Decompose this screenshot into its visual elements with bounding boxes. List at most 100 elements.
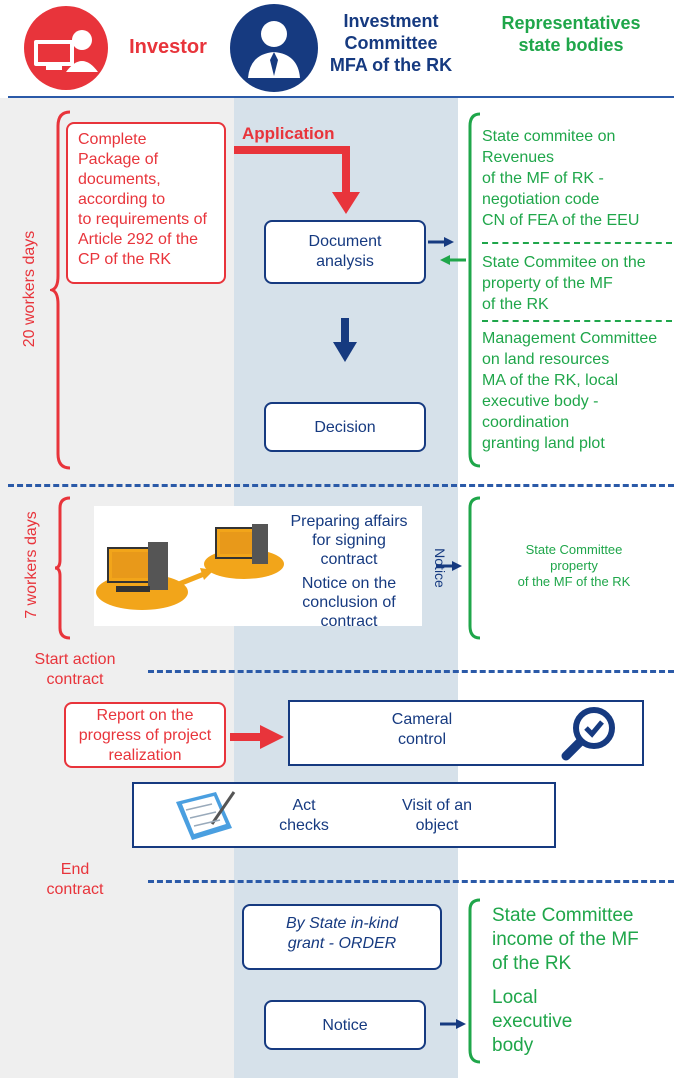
package-line: Package of [78, 151, 159, 168]
notice-conclusion-line: Notice on the [301, 575, 397, 592]
state-land-line: granting land plot [482, 435, 605, 452]
notice-final-box: Notice [264, 1000, 426, 1050]
computer-transfer-illustration [94, 506, 422, 626]
report-line: Report on the [96, 707, 194, 724]
preparing-text: Preparing affairs for signing contract [274, 512, 424, 569]
state-property-line: of the RK [482, 296, 549, 313]
local-executive-text: Local executive body [492, 986, 672, 1058]
computer-transfer-icon [96, 524, 284, 610]
state-land-line: coordination [482, 414, 570, 431]
state-header-line2: state bodies [518, 35, 624, 55]
document-package-box: Complete Package of documents, according… [66, 122, 226, 284]
phase3-divider [148, 880, 674, 883]
state-divider-2 [482, 320, 672, 322]
start-contract-line1: Start action [34, 651, 116, 668]
state-property-box: State Commitee on the property of the MF… [482, 252, 674, 315]
report-arrow [230, 725, 284, 749]
state-revenues-line: State commitee on [482, 128, 616, 145]
phase2-brace [54, 496, 71, 640]
report-line: progress of project [78, 727, 212, 744]
magnifier-check-icon [561, 707, 615, 761]
visit-line1: Visit of an [402, 797, 472, 814]
state-land-line: Management Committee [482, 330, 658, 347]
cameral-control-text: Cameral control [360, 710, 484, 750]
state-property-line: State Commitee on the [482, 254, 646, 271]
state-phase2-line: State Committee [525, 542, 623, 557]
committee-icon [230, 4, 318, 92]
local-exec-line: body [492, 1035, 534, 1056]
notice-conclusion-text: Notice on the conclusion of contract [274, 574, 424, 631]
decision-box: Decision [264, 402, 426, 452]
grant-order-box: By State in-kind grant - ORDER [242, 904, 442, 970]
grant-line2: grant - ORDER [287, 935, 397, 952]
act-line1: Act [292, 797, 316, 814]
state-divider-1 [482, 242, 672, 244]
committee-header-line2: Committee [344, 33, 438, 53]
report-progress-box: Report on the progress of project realiz… [64, 702, 226, 768]
state-revenues-line: CN of FEA of the EEU [482, 212, 640, 229]
state-land-line: executive body - [482, 393, 599, 410]
end-contract-line1: End [60, 861, 90, 878]
state-income-text: State Committee income of the MF of the … [492, 904, 672, 976]
state-revenues-line: negotiation code [482, 191, 600, 208]
state-phase2-brace [468, 496, 481, 640]
visit-object-text: Visit of an object [372, 796, 502, 836]
clipboard-pen-icon [176, 791, 236, 840]
phase1-brace [50, 110, 71, 470]
cameral-line1: Cameral [391, 711, 453, 728]
state-property-phase2: State Committee property of the MF of th… [484, 542, 664, 590]
doc-analysis-line2: analysis [316, 253, 374, 270]
state-revenues-line: of the MF of RK - [482, 170, 604, 187]
package-line: documents, [78, 171, 161, 188]
act-checks-text: Act checks [262, 796, 346, 836]
end-contract-label: End contract [14, 860, 136, 900]
package-line: to requirements of [78, 211, 207, 228]
state-income-line: State Committee [492, 905, 634, 926]
preparing-line: for signing [312, 532, 386, 549]
state-phase1-brace [468, 112, 481, 468]
analysis-to-state-arrow [428, 237, 454, 247]
state-land-box: Management Committee on land resources M… [482, 328, 674, 454]
investor-header: Investor [129, 36, 207, 58]
state-phase2-line: property [550, 558, 598, 573]
state-phase4-brace [468, 898, 481, 1064]
investor-icon [24, 6, 108, 90]
preparing-line: Preparing affairs [290, 513, 408, 530]
state-header-line1: Representatives [501, 13, 641, 33]
start-contract-label: Start action contract [14, 650, 136, 690]
end-contract-line2: contract [46, 881, 104, 898]
document-analysis-box: Document analysis [264, 220, 426, 284]
phase1-divider [8, 484, 674, 487]
local-exec-line: executive [492, 1011, 573, 1032]
package-line: CP of the RK [78, 251, 172, 268]
state-property-line: property of the MF [482, 275, 613, 292]
state-land-line: on land resources [482, 351, 610, 368]
state-income-line: of the RK [492, 953, 572, 974]
cameral-line2: control [397, 731, 447, 748]
package-line: Article 292 of the [78, 231, 199, 248]
state-revenues-box: State commitee on Revenues of the MF of … [482, 126, 674, 231]
state-to-analysis-arrow [440, 255, 466, 265]
doc-analysis-line1: Document [308, 233, 382, 250]
package-line: according to [78, 191, 166, 208]
application-label: Application [242, 124, 335, 143]
notice-conclusion-line: conclusion of [302, 594, 396, 611]
header-divider [8, 96, 674, 98]
application-arrow [234, 146, 360, 214]
to-decision-arrow [333, 318, 357, 362]
phase2-duration: 7 workers days [23, 511, 40, 619]
report-line: realization [108, 747, 182, 764]
notice-arrow [436, 561, 462, 571]
committee-header: Investment Committee MFA of the RK [318, 10, 464, 76]
state-land-line: MA of the RK, local [482, 372, 619, 389]
committee-header-line1: Investment [343, 11, 439, 31]
state-revenues-line: Revenues [482, 149, 555, 166]
preparing-line: contract [320, 551, 378, 568]
state-phase2-line: of the MF of the RK [517, 574, 631, 589]
state-income-line: income of the MF [492, 929, 639, 950]
package-line: Complete [78, 131, 147, 148]
phase2-divider [148, 670, 674, 673]
grant-line1: By State in-kind [285, 915, 399, 932]
act-line2: checks [279, 817, 329, 834]
visit-line2: object [415, 817, 459, 834]
